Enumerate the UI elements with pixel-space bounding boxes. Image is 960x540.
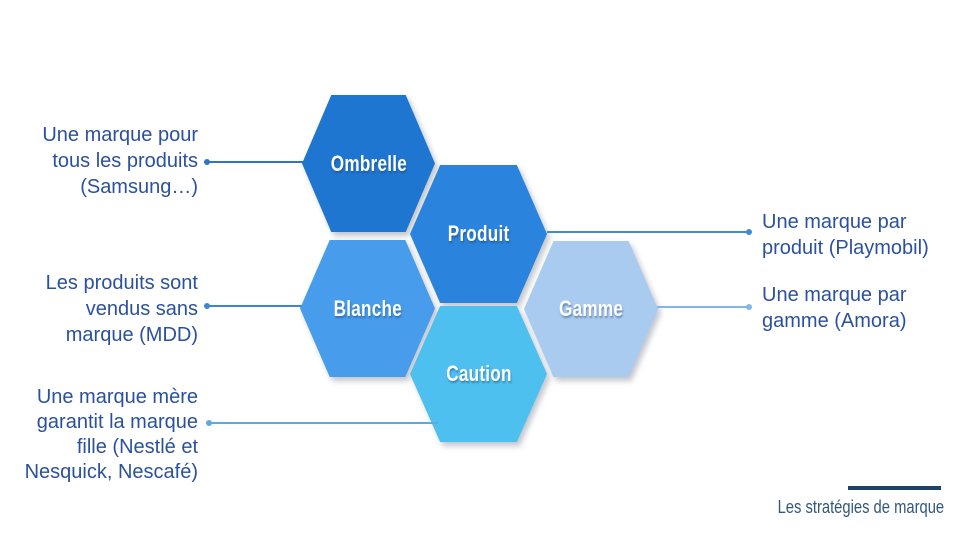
annotation-line: Une marque mère — [36, 386, 198, 408]
annotation-gamme: Une marque par gamme (Amora) — [762, 282, 960, 334]
connector-dot-blanche — [204, 303, 210, 309]
annotation-line: tous les produits — [52, 150, 198, 172]
annotation-line: (Samsung…) — [80, 176, 198, 198]
hexagon-produit-label: Produit — [447, 221, 510, 246]
hexagon-caution: Caution — [410, 306, 547, 442]
hexagon-ombrelle-label: Ombrelle — [330, 150, 407, 176]
annotation-line: garantit la marque — [36, 411, 198, 433]
slide-caption: Les stratégies de marque — [777, 497, 944, 517]
annotation-line: Nesquick, Nescafé) — [24, 461, 198, 483]
annotation-line: produit (Playmobil) — [762, 237, 929, 259]
hexagon-blanche-shape: Blanche — [300, 240, 435, 377]
hexagon-gamme-shape: Gamme — [524, 241, 658, 377]
annotation-line: Une marque pour — [42, 124, 198, 146]
annotation-produit: Une marque par produit (Playmobil) — [762, 209, 960, 261]
connector-line-blanche — [208, 305, 302, 307]
annotation-line: marque (MDD) — [65, 324, 198, 346]
hexagon-gamme-label: Gamme — [558, 296, 624, 321]
connector-line-ombrelle — [208, 161, 303, 163]
annotation-line: Les produits sont — [45, 272, 198, 294]
connector-line-produit — [547, 231, 749, 233]
connector-dot-gamme — [746, 304, 752, 310]
hexagon-blanche-label: Blanche — [333, 295, 402, 321]
connector-line-gamme — [657, 306, 749, 308]
connector-dot-caution — [206, 420, 212, 426]
connector-line-caution — [210, 422, 438, 424]
connector-dot-ombrelle — [204, 159, 210, 165]
annotation-caution: Une marque mère garantit la marque fille… — [0, 385, 198, 485]
annotation-line: Une marque par — [762, 211, 907, 233]
hexagon-produit-shape: Produit — [410, 165, 547, 303]
hexagon-ombrelle-shape: Ombrelle — [302, 95, 435, 232]
annotation-line: fille (Nestlé et — [76, 436, 198, 458]
annotation-blanche: Les produits sont vendus sans marque (MD… — [0, 270, 198, 348]
caption-accent-bar — [848, 486, 941, 490]
hexagon-produit: Produit — [410, 165, 547, 303]
hexagon-caution-shape: Caution — [410, 306, 547, 442]
hexagon-caution-label: Caution — [445, 361, 512, 386]
hexagon-ombrelle: Ombrelle — [302, 95, 435, 232]
annotation-line: Une marque par — [762, 284, 907, 306]
hexagon-blanche: Blanche — [300, 240, 435, 377]
hexagon-gamme: Gamme — [524, 241, 658, 377]
connector-dot-produit — [746, 229, 752, 235]
annotation-ombrelle: Une marque pour tous les produits (Samsu… — [0, 122, 198, 200]
annotation-line: gamme (Amora) — [762, 310, 907, 332]
annotation-line: vendus sans — [85, 298, 198, 320]
